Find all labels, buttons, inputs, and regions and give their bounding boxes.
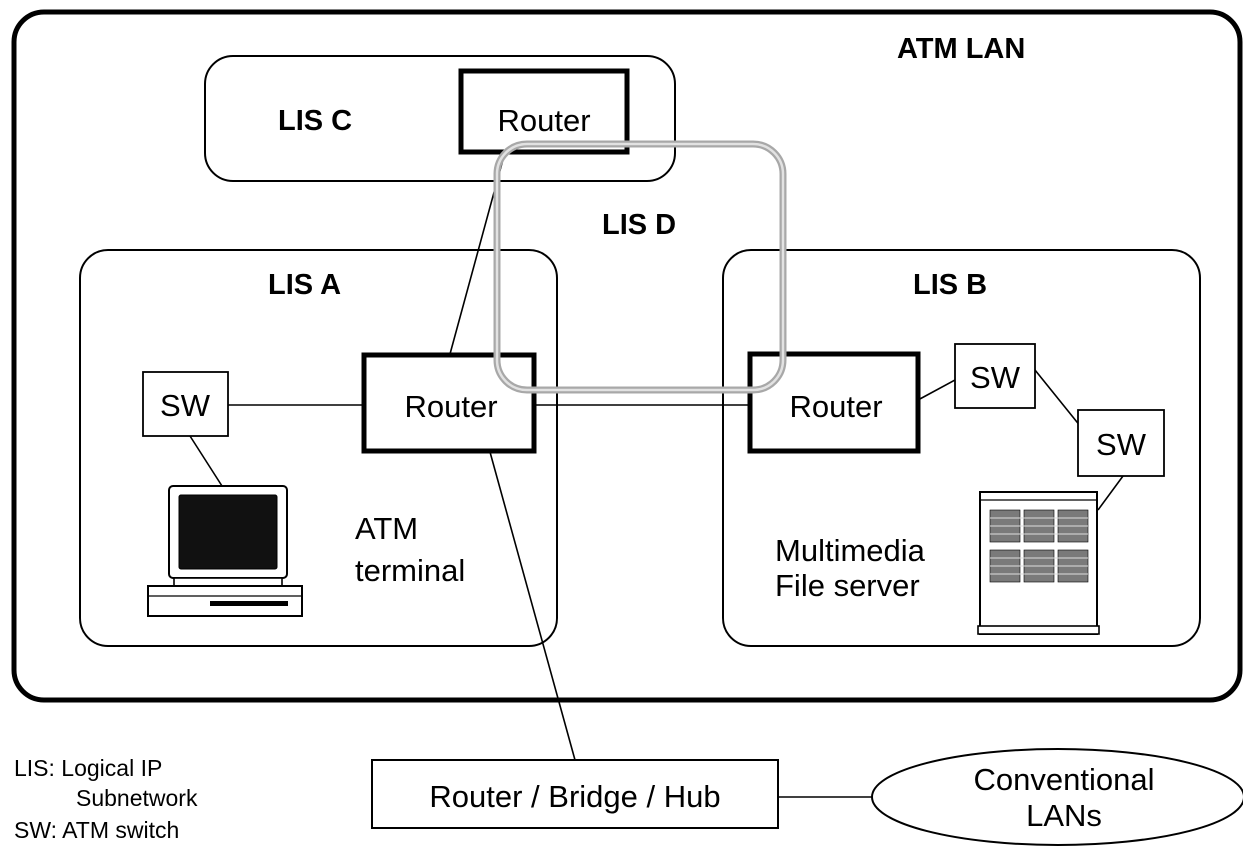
router-bridge-hub-label: Router / Bridge / Hub	[429, 779, 720, 814]
atm-terminal-label-line2: terminal	[355, 553, 465, 588]
router-c-box	[458, 68, 630, 155]
sw-b2-label: SW	[1096, 427, 1147, 462]
link-router-b-sw-b1	[917, 379, 956, 401]
legend-lis-line2: Subnetwork	[76, 785, 198, 811]
lis-d-label: LIS D	[602, 209, 676, 241]
file-server-label-line1: Multimedia	[775, 533, 926, 568]
sw-b2-box	[1077, 409, 1165, 477]
conventional-lans-label-line2: LANs	[1026, 798, 1102, 833]
router-a-label: Router	[404, 389, 497, 424]
atm-terminal-label-line1: ATM	[355, 511, 418, 546]
lis-c-region	[204, 55, 676, 182]
file-server-label-line2: File server	[775, 568, 920, 603]
router-b-label: Router	[789, 389, 882, 424]
conventional-lans-ellipse	[871, 748, 1243, 846]
file-server-icon	[977, 491, 1100, 635]
lis-b-label: LIS B	[913, 269, 987, 301]
lis-d-region-inner-line	[495, 142, 785, 392]
legend-sw: SW: ATM switch	[14, 817, 179, 843]
router-c-label: Router	[497, 103, 590, 138]
sw-a-box	[142, 371, 229, 437]
router-bridge-hub-box	[371, 759, 779, 829]
lis-c-label: LIS C	[278, 105, 352, 137]
legend-lis-line1: LIS: Logical IP	[14, 755, 162, 781]
lis-b-region	[722, 249, 1201, 647]
lis-a-label: LIS A	[268, 269, 341, 301]
router-a-box	[361, 352, 537, 454]
lis-a-region	[79, 249, 558, 647]
link-sw-a-terminal	[189, 435, 223, 487]
link-router-a-rbh	[489, 451, 576, 761]
sw-a-label: SW	[160, 388, 211, 423]
conventional-lans-label-line1: Conventional	[974, 762, 1155, 797]
link-sw-b2-server	[1097, 475, 1124, 511]
router-b-box	[747, 351, 921, 454]
sw-b1-label: SW	[970, 360, 1021, 395]
atm-lan-title: ATM LAN	[897, 33, 1025, 65]
link-sw-b1-sw-b2	[1034, 369, 1086, 433]
atm-lan-frame	[11, 9, 1243, 703]
sw-b1-box	[954, 343, 1036, 409]
atm-terminal-icon	[147, 485, 303, 617]
